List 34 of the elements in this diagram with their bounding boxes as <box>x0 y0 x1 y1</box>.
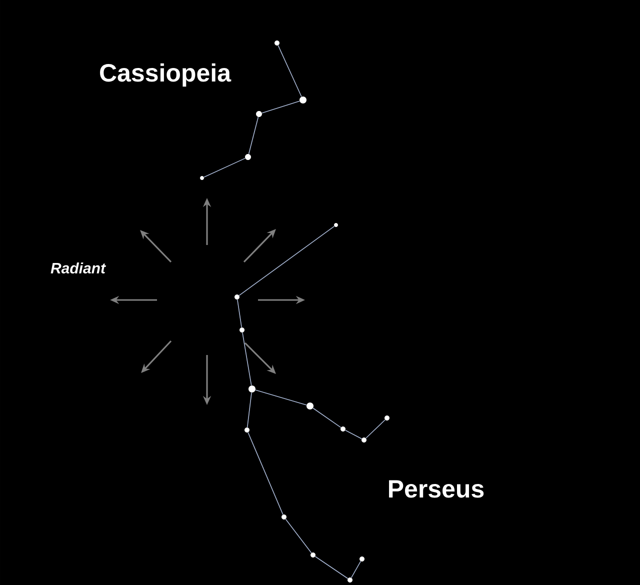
constellation-line <box>238 226 335 296</box>
star <box>245 154 251 160</box>
constellation-line <box>350 560 362 578</box>
constellation-line <box>204 158 246 178</box>
star <box>274 40 280 46</box>
star <box>340 426 346 432</box>
star <box>334 223 338 227</box>
star <box>244 428 250 432</box>
constellation-line <box>278 45 302 98</box>
constellation-line <box>237 299 242 328</box>
star <box>240 328 244 332</box>
constellation-label: Perseus <box>389 480 484 498</box>
constellation-line <box>312 408 342 428</box>
constellation-line <box>345 430 362 440</box>
constellation-line <box>366 419 386 439</box>
star <box>200 176 204 180</box>
constellation-line <box>262 100 300 114</box>
constellation-line <box>255 390 307 406</box>
constellation-line <box>246 392 252 428</box>
constellation-label: Cassiopeia <box>100 63 232 87</box>
star <box>256 111 262 117</box>
star <box>384 416 390 420</box>
star <box>234 294 240 300</box>
constellation-line <box>314 556 348 579</box>
star <box>362 438 366 442</box>
star <box>360 556 364 562</box>
constellation-line <box>248 116 259 154</box>
constellation-label: Radiant <box>50 262 106 274</box>
star <box>348 578 352 582</box>
constellation-line <box>248 432 284 515</box>
constellation-line <box>285 518 312 554</box>
constellation-line <box>242 332 252 386</box>
star <box>282 514 286 520</box>
star <box>310 552 316 558</box>
